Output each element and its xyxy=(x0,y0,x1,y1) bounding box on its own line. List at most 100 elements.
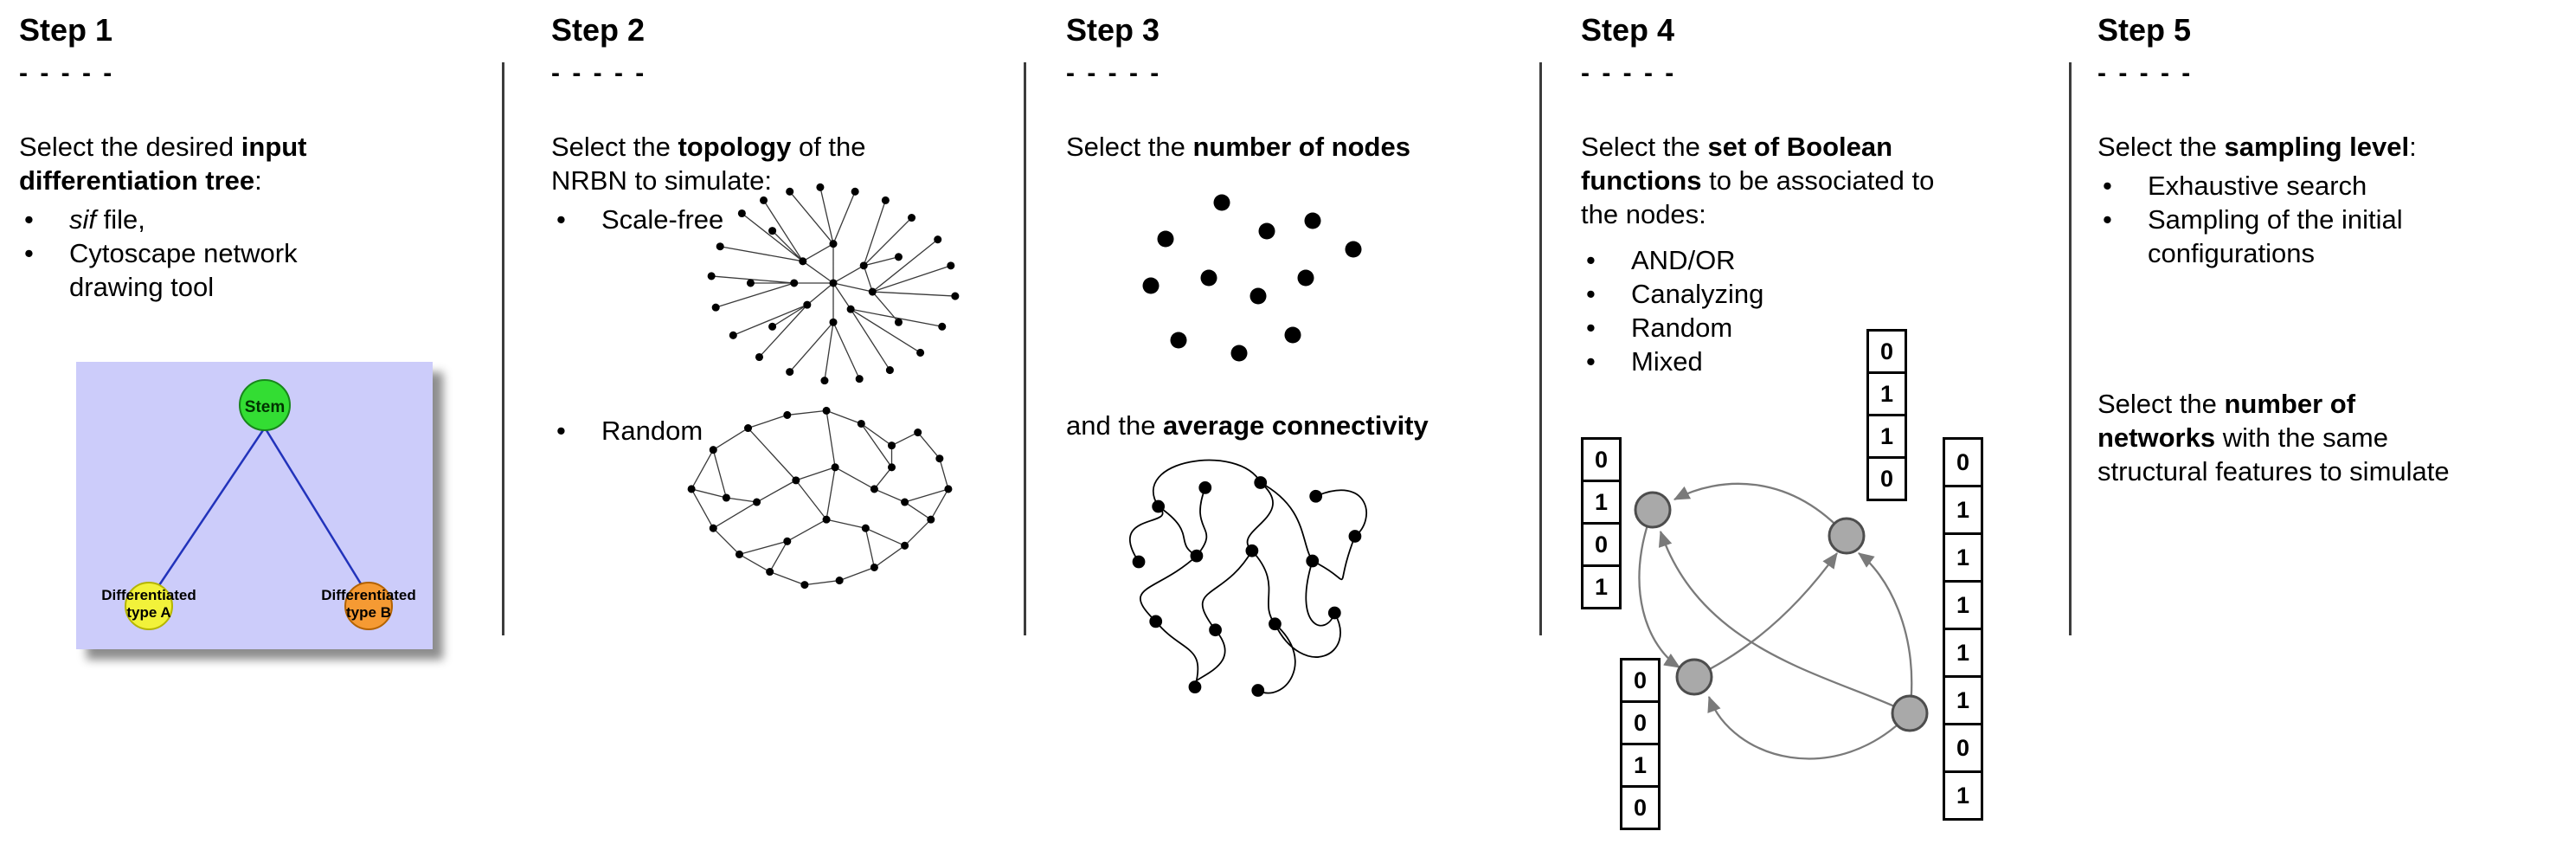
intro-bold: topology xyxy=(678,132,792,162)
scale-free-network-illustration xyxy=(690,178,977,399)
stem-node xyxy=(239,379,291,431)
boolean-node-2 xyxy=(1828,517,1866,555)
bullet-cytoscape: • Cytoscape network drawing tool xyxy=(19,236,493,304)
column-divider xyxy=(502,62,504,635)
intro-text: Select the desired xyxy=(19,132,241,162)
truth-cell: 0 xyxy=(1620,658,1661,703)
boolean-node-3 xyxy=(1675,658,1713,696)
bullet-icon: • xyxy=(24,204,34,235)
boolean-node-1 xyxy=(1634,491,1672,529)
bullet-label: AND/OR xyxy=(1631,245,1736,275)
step-2-column: Step 2 - - - - - Select the topology of … xyxy=(551,12,1025,590)
step-3-column: Step 3 - - - - - Select the number of no… xyxy=(1066,12,1551,697)
step-5-bullets: •Exhaustive search •Sampling of the init… xyxy=(2097,169,2572,270)
intro-text: with the same structural features to sim… xyxy=(2097,422,2450,486)
bullet-icon: • xyxy=(556,204,566,235)
bullet-label: sif file, xyxy=(69,203,145,236)
step-3-dashes: - - - - - xyxy=(1066,59,1162,87)
intro-bold: number of networks xyxy=(2097,389,2356,453)
random-network-illustration xyxy=(674,397,961,602)
truth-table-top: 0 1 1 0 xyxy=(1866,329,1907,501)
bullet-icon: • xyxy=(556,416,566,446)
truth-cell: 1 xyxy=(1943,770,1983,821)
column-divider xyxy=(1539,62,1542,635)
step-1-column: Step 1 - - - - - Select the desired inpu… xyxy=(19,12,493,649)
step-5-title: Step 5 xyxy=(2097,12,2192,48)
bullet-and-or: •AND/OR xyxy=(1581,243,2065,277)
truth-cell: 1 xyxy=(1943,628,1983,678)
intro-text: Select the xyxy=(2097,389,2225,419)
boolean-node-4 xyxy=(1891,694,1929,732)
step-5-column: Step 5 - - - - - Select the sampling lev… xyxy=(2097,12,2572,486)
bullet-text: file, xyxy=(96,204,145,235)
bullet-icon: • xyxy=(1586,346,1596,377)
step-1-dashes: - - - - - xyxy=(19,59,115,87)
truth-cell: 1 xyxy=(1943,580,1983,630)
bullet-canalyzing: • Canalyzing xyxy=(1581,277,2065,311)
step-4-column: Step 4 - - - - - Select the set of Boole… xyxy=(1581,12,2065,830)
bullet-icon: • xyxy=(24,238,34,268)
tangled-nodes xyxy=(1132,476,1362,697)
boolean-nodes xyxy=(1634,491,1929,732)
step-3-intro: Select the number of nodes xyxy=(1066,130,1551,164)
boolean-network-svg xyxy=(1634,482,1929,760)
bullet-random-fn: • Random xyxy=(1581,311,2065,345)
node-dots xyxy=(1142,194,1362,362)
nodes-dots-svg xyxy=(1142,194,1362,362)
intro-text: of the NRBN to simulate: xyxy=(551,132,866,196)
bullet-icon: • xyxy=(2103,171,2112,201)
bullet-icon: • xyxy=(2103,204,2112,235)
step-5-intro2: Select the number of networks with the s… xyxy=(2097,387,2474,488)
truth-cell: 1 xyxy=(1943,485,1983,535)
bullet-icon: • xyxy=(1586,313,1596,343)
step-1-intro: Select the desired input differentiation… xyxy=(19,130,426,197)
step-4-bullets: •AND/OR •Canalyzing •Random •Mixed xyxy=(1581,243,2065,378)
truth-table-bottom-left: 0 0 1 0 xyxy=(1620,658,1661,830)
bullet-label: Canalyzing xyxy=(1631,279,1764,309)
random-edges xyxy=(691,409,949,586)
intro-bold: set of Boolean functions xyxy=(1581,132,1893,196)
truth-cell: 1 xyxy=(1581,480,1622,525)
bullet-icon: • xyxy=(1586,279,1596,309)
boolean-network-illustration xyxy=(1581,416,2065,857)
intro-bold: input differentiation tree xyxy=(19,132,307,196)
truth-cell: 0 xyxy=(1581,522,1622,567)
tangled-edges xyxy=(1128,459,1367,694)
step-2-dashes: - - - - - xyxy=(551,59,647,87)
bullet-sampling: • Sampling of the initial configurations xyxy=(2097,203,2572,270)
differentiation-tree-illustration: Stem Differentiated type A Differentiate… xyxy=(76,362,433,649)
type-a-label-line1: Differentiated xyxy=(101,587,196,603)
truth-cell: 0 xyxy=(1620,785,1661,830)
step-2-bullets: • Scale-free xyxy=(551,203,1025,236)
scale-free-nodes xyxy=(707,183,960,385)
truth-cell: 0 xyxy=(1866,329,1907,374)
sif-italic: sif xyxy=(69,204,96,235)
intro-text: Select the xyxy=(551,132,678,162)
truth-cell: 1 xyxy=(1620,743,1661,788)
truth-cell: 0 xyxy=(1943,437,1983,487)
truth-cell: 0 xyxy=(1620,700,1661,745)
truth-cell: 1 xyxy=(1866,414,1907,459)
truth-cell: 1 xyxy=(1866,371,1907,416)
intro-bold: average connectivity xyxy=(1163,410,1429,441)
intro-text: Select the xyxy=(1581,132,1708,162)
bullet-sif-file: • sif file, xyxy=(19,203,493,236)
stem-label: Stem xyxy=(245,398,285,416)
bullet-label: Random xyxy=(1631,313,1733,343)
truth-cell: 1 xyxy=(1943,675,1983,725)
type-a-node xyxy=(125,582,173,630)
bullet-scale-free: • Scale-free xyxy=(551,203,1025,236)
intro-text: : xyxy=(254,165,262,196)
scale-free-edges xyxy=(711,187,955,381)
step-2-intro: Select the topology of the NRBN to simul… xyxy=(551,130,915,197)
intro-bold: number of nodes xyxy=(1192,132,1410,162)
step-1-title: Step 1 xyxy=(19,12,113,48)
bullet-random: • Random xyxy=(551,414,703,448)
step-2-title: Step 2 xyxy=(551,12,646,48)
boolean-arrows xyxy=(1638,482,1913,760)
random-network-svg xyxy=(687,406,953,590)
bullet-label: Sampling of the initial configurations xyxy=(2148,204,2403,268)
column-divider xyxy=(2069,62,2072,635)
scale-free-network-svg xyxy=(707,183,960,385)
truth-cell: 1 xyxy=(1581,564,1622,609)
